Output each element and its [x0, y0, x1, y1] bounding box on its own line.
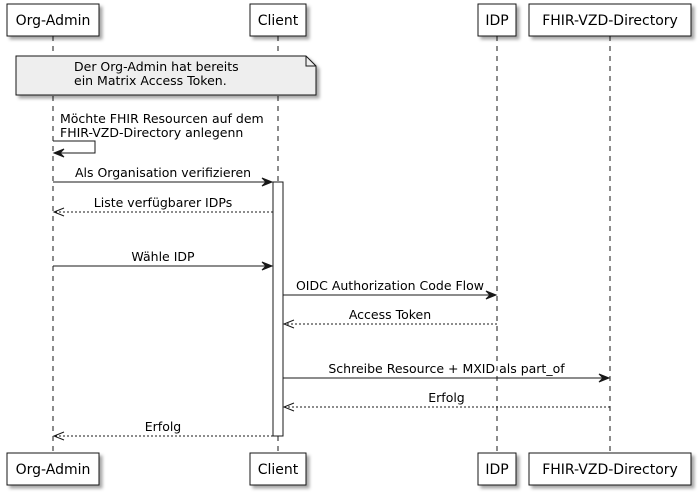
participant-box	[528, 3, 692, 37]
message-label: Access Token	[349, 307, 431, 322]
participant-label: IDP	[485, 13, 508, 29]
participant-label: FHIR-VZD-Directory	[542, 462, 678, 478]
participant-org-bottom: Org-Admin	[6, 452, 100, 486]
arrowhead	[485, 290, 498, 300]
participant-box	[528, 452, 692, 486]
participant-box	[6, 452, 100, 486]
participant-client-bottom: Client	[249, 452, 307, 486]
message-6: Access Token	[282, 307, 497, 329]
message-label: Wähle IDP	[131, 249, 195, 264]
message-label: FHIR-VZD-Directory anlegenn	[60, 125, 243, 140]
message-label: Liste verfügbarer IDPs	[94, 195, 232, 210]
arrowhead	[598, 373, 611, 383]
message-4: Wähle IDP	[53, 249, 274, 271]
participant-idp-bottom: IDP	[477, 452, 517, 486]
participant-org-top: Org-Admin	[6, 3, 100, 37]
message-8: Erfolg	[282, 390, 610, 412]
note-text: ein Matrix Access Token.	[74, 73, 227, 88]
participant-box	[6, 3, 100, 37]
participant-box	[249, 3, 307, 37]
note-fold	[305, 56, 316, 67]
participant-box	[477, 452, 517, 486]
participant-label: Org-Admin	[16, 462, 91, 478]
participant-label: Org-Admin	[16, 13, 91, 29]
participant-label: IDP	[485, 462, 508, 478]
participant-vzd-bottom: FHIR-VZD-Directory	[528, 452, 692, 486]
participant-client-top: Client	[249, 3, 307, 37]
participant-box	[249, 452, 307, 486]
message-5: OIDC Authorization Code Flow	[283, 278, 498, 300]
arrowhead	[282, 319, 295, 329]
message-label: OIDC Authorization Code Flow	[296, 278, 484, 293]
message-1: Möchte FHIR Resourcen auf demFHIR-VZD-Di…	[52, 111, 264, 158]
participant-box	[477, 3, 517, 37]
participant-vzd-top: FHIR-VZD-Directory	[528, 3, 692, 37]
arrowhead	[261, 177, 274, 187]
participant-idp-top: IDP	[477, 3, 517, 37]
note-text: Der Org-Admin hat bereits	[74, 59, 239, 74]
arrowhead	[282, 402, 295, 412]
message-label: Möchte FHIR Resourcen auf dem	[60, 111, 264, 126]
message-2: Als Organisation verifizieren	[53, 165, 274, 187]
message-7: Schreibe Resource + MXID als part_of	[283, 361, 611, 383]
message-label: Erfolg	[145, 419, 182, 434]
activation-bar	[272, 181, 284, 437]
message-3: Liste verfügbarer IDPs	[52, 195, 273, 217]
message-label: Schreibe Resource + MXID als part_of	[328, 361, 565, 376]
message-line	[53, 140, 96, 154]
arrowhead	[52, 207, 65, 217]
arrowhead	[52, 148, 65, 158]
participant-label: FHIR-VZD-Directory	[542, 13, 678, 29]
message-9: Erfolg	[52, 419, 273, 441]
arrowhead	[261, 261, 274, 271]
note-shape	[15, 55, 317, 96]
participant-label: Client	[258, 13, 299, 29]
message-label: Als Organisation verifizieren	[75, 165, 251, 180]
arrowhead	[52, 431, 65, 441]
message-label: Erfolg	[428, 390, 465, 405]
participant-label: Client	[258, 462, 299, 478]
